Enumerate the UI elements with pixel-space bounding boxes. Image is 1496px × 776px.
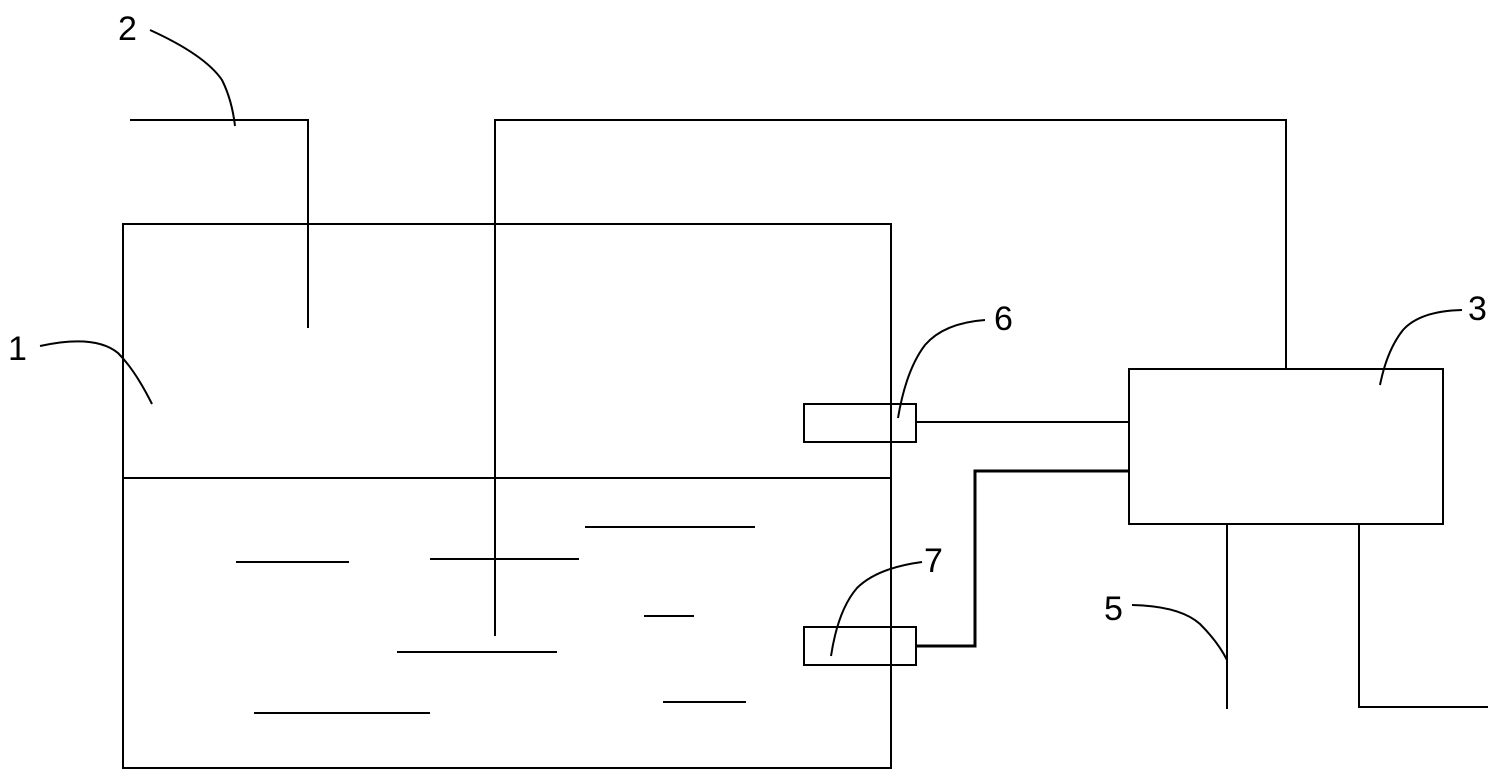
lower-sensor: [803, 626, 917, 666]
tank-outline: [122, 223, 892, 769]
drain-pipe: [1358, 524, 1488, 708]
leader-line-tank: [39, 340, 153, 405]
label-inlet-pipe: 2: [118, 10, 137, 48]
dip-pipe-to-controller: [494, 119, 1287, 636]
lower-sensor-wire: [916, 469, 1129, 648]
label-outlet-pipe: 5: [1104, 590, 1123, 628]
liquid-hatch-marks: [236, 526, 755, 714]
leader-line-lower-sensor: [830, 561, 923, 657]
label-lower-sensor: 7: [924, 542, 943, 580]
leader-line-controller: [1379, 309, 1463, 386]
leader-line-outlet-pipe: [1131, 604, 1228, 661]
label-controller: 3: [1468, 290, 1487, 328]
controller-box: [1128, 368, 1444, 525]
inlet-pipe: [130, 119, 309, 328]
label-tank: 1: [8, 330, 27, 368]
leader-line-upper-sensor: [897, 319, 986, 419]
leader-line-inlet-pipe: [149, 29, 236, 127]
label-upper-sensor: 6: [994, 300, 1013, 338]
